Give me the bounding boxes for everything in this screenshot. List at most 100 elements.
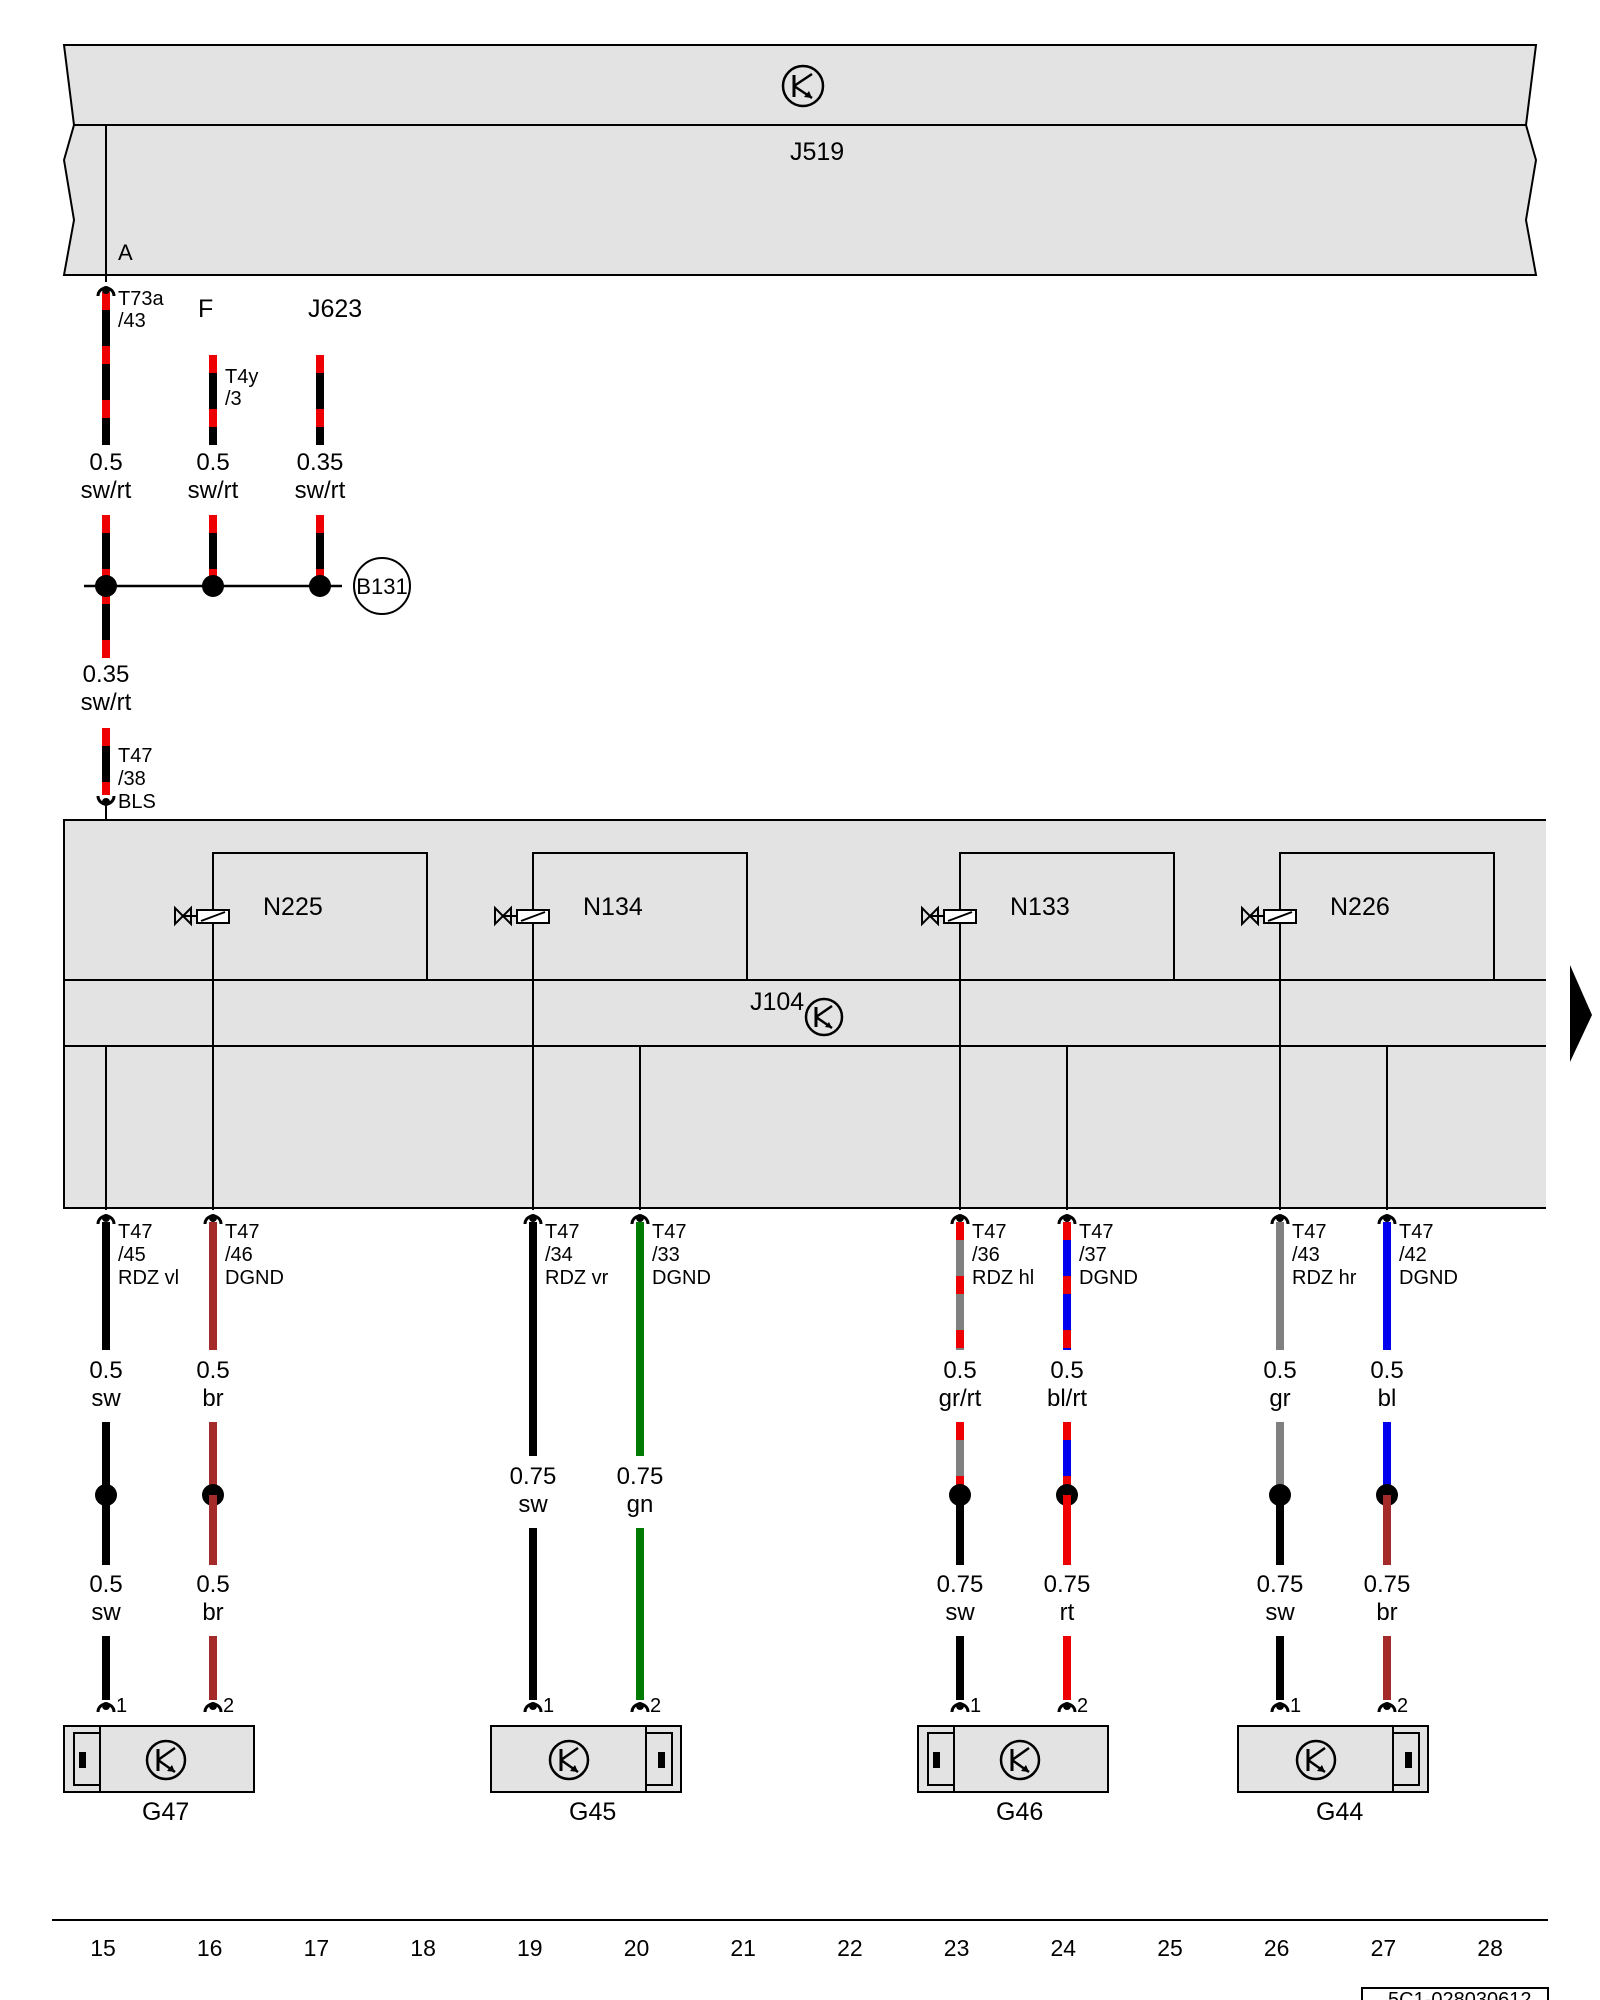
trunk-gauge: 0.35	[83, 661, 130, 688]
connector-pin-icon	[950, 1702, 970, 1713]
connector-pin-icon	[950, 1214, 970, 1225]
color-label: bl/rt	[1047, 1385, 1087, 1412]
pin-label-t4y-3: T4y/3	[225, 366, 258, 410]
terminal-label: 1	[543, 1695, 554, 1717]
transistor-icon	[145, 1739, 187, 1781]
valve-n134: N134	[494, 852, 748, 1046]
connector-a-label: A	[118, 240, 133, 265]
transistor-icon	[804, 997, 844, 1037]
gauge-label: 0.5	[196, 1357, 229, 1384]
transistor-icon	[781, 64, 825, 108]
connector-pin-icon	[1057, 1214, 1077, 1225]
column-number: 27	[1371, 1935, 1397, 1961]
feed-source-j623: J623	[308, 295, 362, 323]
j519-label: J519	[790, 138, 844, 166]
column-number: 21	[730, 1935, 756, 1961]
gauge-label: 0.5	[1370, 1357, 1403, 1384]
gauge-label: 0.5	[196, 449, 229, 476]
transistor-icon	[999, 1739, 1041, 1781]
column-number: 28	[1477, 1935, 1503, 1961]
splice-bus: B131	[84, 557, 411, 615]
valve-n133: N133	[921, 852, 1175, 1046]
connector-pin-icon	[203, 1702, 223, 1713]
gauge-label: 0.5	[89, 1357, 122, 1384]
connector-pin-icon	[523, 1702, 543, 1713]
column-number: 19	[517, 1935, 543, 1961]
j104-label: J104	[750, 988, 804, 1016]
gauge-label: 0.75	[1257, 1571, 1304, 1598]
document-id-box: 5C1-028030612	[1361, 1987, 1549, 2000]
connector-pin-icon	[96, 1214, 116, 1225]
splice-b131-label: B131	[356, 574, 407, 599]
color-label: gn	[627, 1491, 654, 1518]
color-label: sw/rt	[295, 477, 346, 504]
solenoid-valve-icon	[174, 905, 230, 927]
valve-n225: N225	[174, 852, 428, 1046]
gauge-label: 0.35	[297, 449, 344, 476]
gauge-label: 0.5	[1263, 1357, 1296, 1384]
gauge-label: 0.5	[1050, 1357, 1083, 1384]
connector-pin-icon	[1377, 1214, 1397, 1225]
feed-wires	[96, 286, 324, 980]
gauge-label: 0.5	[89, 1571, 122, 1598]
color-label: rt	[1060, 1599, 1075, 1626]
junction-dot	[309, 575, 331, 597]
splice-b131-circle	[353, 557, 411, 615]
valve-label: N134	[583, 893, 643, 921]
junction-dot	[95, 575, 117, 597]
connector-pin-icon	[203, 1214, 223, 1225]
color-label: br	[1376, 1599, 1397, 1626]
column-number: 26	[1264, 1935, 1290, 1961]
gauge-label: 0.75	[510, 1463, 557, 1490]
column-number: 15	[90, 1935, 116, 1961]
color-label: sw	[1265, 1599, 1295, 1626]
column-number: 16	[197, 1935, 223, 1961]
gauge-label: 0.5	[196, 1571, 229, 1598]
column-number: 25	[1157, 1935, 1183, 1961]
sensor-g46: G46	[917, 1725, 1109, 1826]
gauge-label: 0.75	[1364, 1571, 1411, 1598]
feed-source-f: F	[198, 295, 213, 323]
connector-pin-icon	[96, 1702, 116, 1713]
connector-pin-icon	[96, 795, 116, 806]
column-number: 22	[837, 1935, 863, 1961]
color-label: sw	[518, 1491, 548, 1518]
column-number: 23	[944, 1935, 970, 1961]
control-unit-j519: J519 A	[62, 44, 1538, 282]
terminal-label: 2	[1077, 1695, 1088, 1717]
connector-pin-icon	[1057, 1702, 1077, 1713]
terminal-label: 2	[223, 1695, 234, 1717]
solenoid-valve-icon	[921, 905, 977, 927]
valve-label: N133	[1010, 893, 1070, 921]
gauge-label: 0.75	[937, 1571, 984, 1598]
connector-pin-icon	[96, 286, 116, 297]
sensor-label: G47	[142, 1798, 189, 1826]
color-label: gr	[1269, 1385, 1290, 1412]
color-label: sw	[91, 1385, 121, 1412]
color-label: sw	[945, 1599, 975, 1626]
valve-label: N225	[263, 893, 323, 921]
next-page-arrow-icon[interactable]	[1570, 965, 1592, 1062]
internal-lines	[105, 1046, 1388, 1210]
color-label: bl	[1378, 1385, 1397, 1412]
sensor-g47: G47	[63, 1725, 255, 1826]
color-label: br	[202, 1599, 223, 1626]
pin-label-t73a-43: T73a/43	[118, 288, 164, 332]
transistor-icon	[548, 1739, 590, 1781]
terminal-label: 1	[970, 1695, 981, 1717]
connector-pin-icon	[523, 1214, 543, 1225]
gauge-label: 0.75	[617, 1463, 664, 1490]
column-number: 17	[304, 1935, 330, 1961]
junction-dot	[202, 575, 224, 597]
valve-n226: N226	[1241, 852, 1495, 1046]
document-id: 5C1-028030612	[1388, 1989, 1531, 2000]
valve-group: N225 N134 N133 N226	[174, 852, 1495, 1046]
